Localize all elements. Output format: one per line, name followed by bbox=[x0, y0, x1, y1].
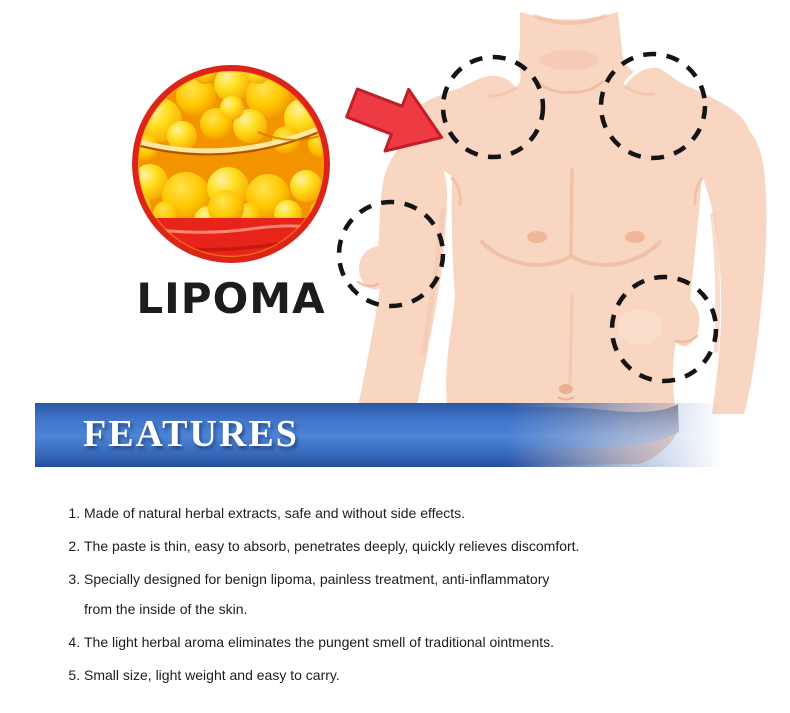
feature-item: The paste is thin, easy to absorb, penet… bbox=[84, 531, 740, 561]
lipoma-site-markers bbox=[336, 51, 719, 384]
male-torso-illustration bbox=[342, 12, 767, 466]
lipoma-site-left-shoulder bbox=[440, 54, 546, 160]
torso-body bbox=[399, 12, 750, 466]
left-nipple bbox=[527, 231, 547, 243]
navel bbox=[557, 384, 575, 401]
arrow-right-icon bbox=[345, 87, 444, 153]
feature-item: The light herbal aroma eliminates the pu… bbox=[84, 627, 740, 657]
left-arm bbox=[342, 141, 447, 466]
lipoma-site-right-waist bbox=[609, 274, 719, 384]
features-banner: FEATURES bbox=[35, 403, 751, 467]
feature-item: Made of natural herbal extracts, safe an… bbox=[84, 498, 740, 528]
features-list: Made of natural herbal extracts, safe an… bbox=[60, 498, 740, 693]
features-banner-title: FEATURES bbox=[83, 413, 299, 455]
feature-item: Specially designed for benign lipoma, pa… bbox=[84, 564, 740, 624]
right-nipple bbox=[625, 231, 645, 243]
red-ring bbox=[132, 65, 330, 263]
lipoma-site-left-upper-arm bbox=[336, 199, 446, 309]
feature-item: Small size, light weight and easy to car… bbox=[84, 660, 740, 690]
lipoma-title: LIPOMA bbox=[136, 274, 326, 323]
lipoma-cross-section-illustration bbox=[132, 65, 330, 263]
lipoma-site-right-shoulder bbox=[598, 51, 708, 161]
right-arm bbox=[702, 128, 767, 414]
